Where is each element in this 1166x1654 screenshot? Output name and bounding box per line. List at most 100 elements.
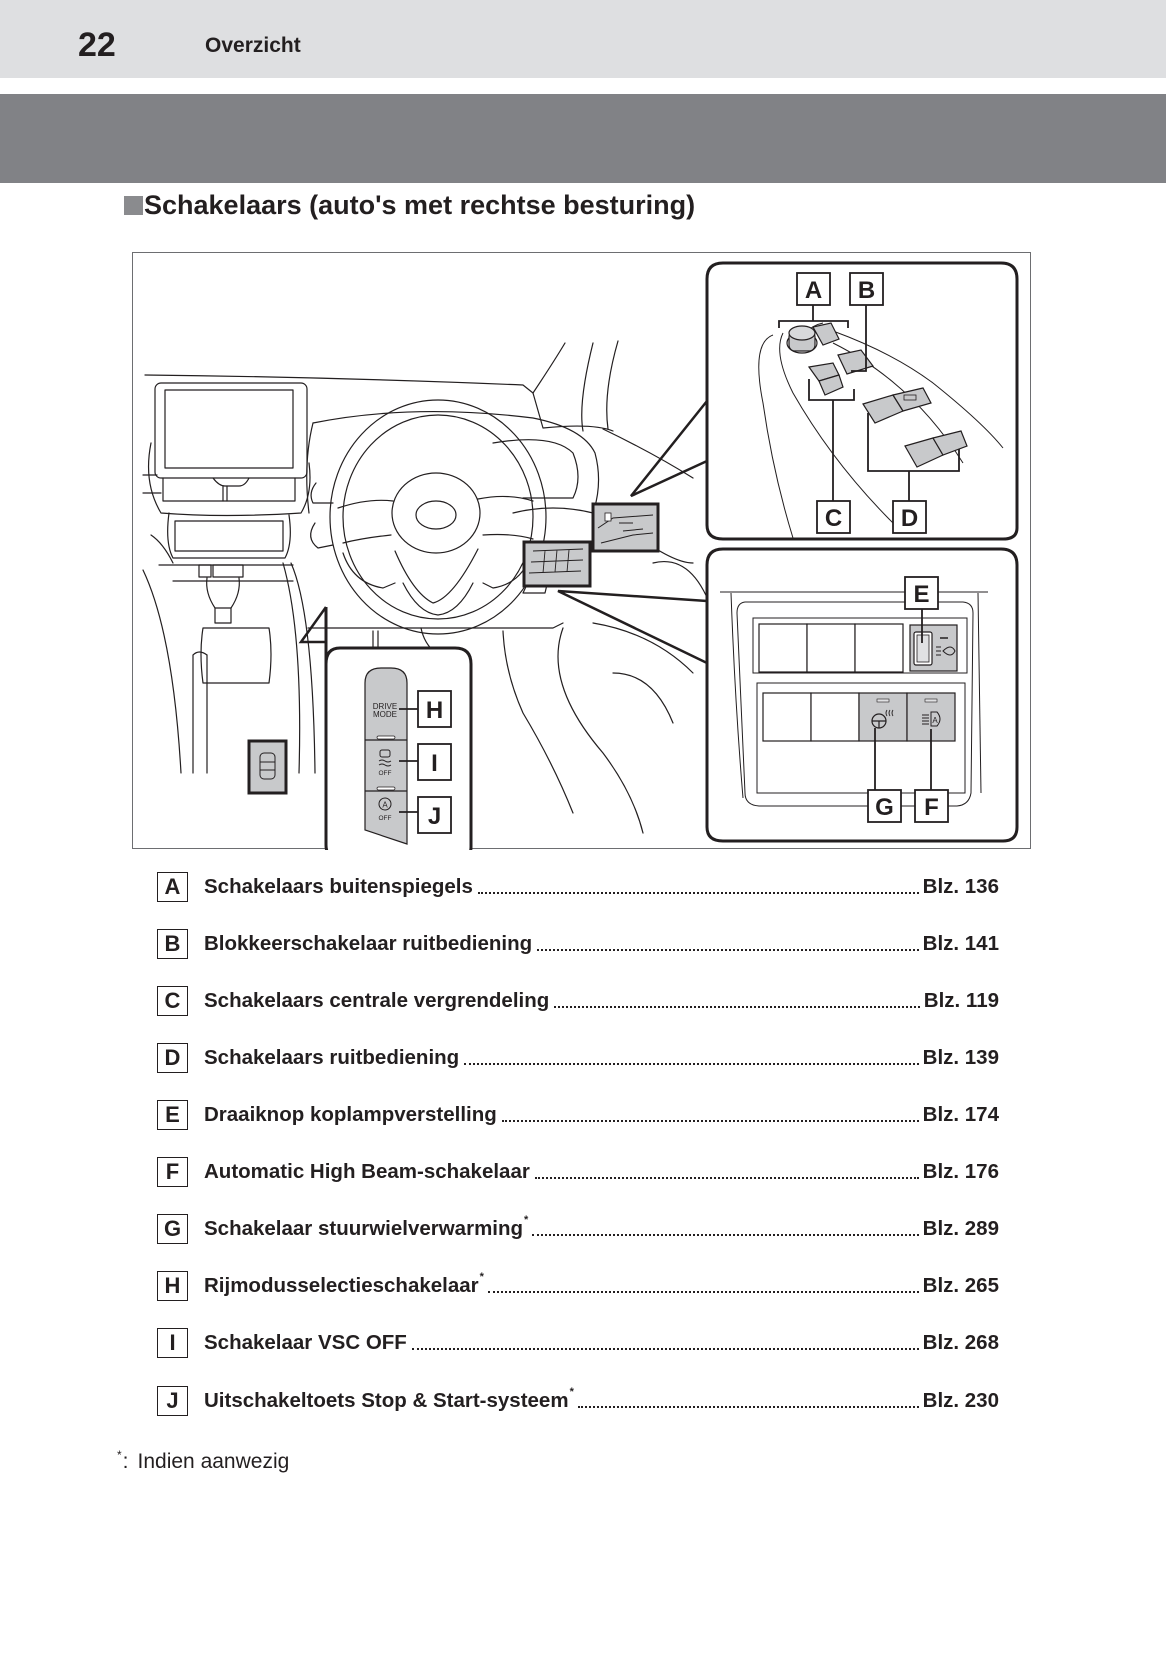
legend-key: E bbox=[157, 1100, 188, 1130]
section-band bbox=[0, 94, 1166, 183]
legend-row: B Blokkeerschakelaar ruitbediening Blz. … bbox=[157, 927, 999, 961]
legend-label: Schakelaar VSC OFF bbox=[204, 1331, 407, 1354]
dot-leader bbox=[532, 1218, 919, 1240]
page-reference-link[interactable]: Blz. 268 bbox=[922, 1331, 999, 1354]
steering-wheel-logo bbox=[415, 500, 457, 530]
drive-mode-text-1: DRIVE bbox=[373, 702, 397, 711]
vsc-off-text: OFF bbox=[379, 770, 392, 777]
callout-box-F: F bbox=[914, 789, 949, 823]
console-switch-pill bbox=[364, 667, 408, 845]
dashboard-illustration: A B C D bbox=[132, 252, 1031, 850]
legend-key: D bbox=[157, 1043, 188, 1073]
dash-switch-callout-panel: A bbox=[705, 547, 1019, 843]
legend-row: H Rijmodusselectieschakelaar* Blz. 265 bbox=[157, 1269, 999, 1303]
page-reference-link[interactable]: Blz. 265 bbox=[922, 1274, 999, 1297]
legend-label: Schakelaar stuurwielverwarming* bbox=[204, 1214, 529, 1240]
svg-text:I: I bbox=[431, 750, 438, 777]
dot-leader bbox=[537, 933, 919, 955]
footnote: * : Indien aanwezig bbox=[117, 1448, 290, 1474]
page-number: 22 bbox=[78, 26, 116, 64]
page-reference-link[interactable]: Blz. 174 bbox=[922, 1103, 999, 1126]
footnote-marker: * bbox=[117, 1448, 122, 1462]
page-reference-link[interactable]: Blz. 230 bbox=[922, 1389, 999, 1412]
legend-row: I Schakelaar VSC OFF Blz. 268 bbox=[157, 1326, 999, 1360]
dot-leader bbox=[501, 1104, 919, 1126]
callout-box-E: E bbox=[904, 576, 939, 610]
console-switch-callout-panel: DRIVE MODE OFF A OFF bbox=[324, 607, 473, 850]
page-reference-link[interactable]: Blz. 141 bbox=[922, 932, 999, 955]
legend-label: Schakelaars buitenspiegels bbox=[204, 875, 473, 898]
headlamp-leveling-dial bbox=[909, 624, 958, 672]
legend-key: B bbox=[157, 929, 188, 959]
drive-mode-text-2: MODE bbox=[373, 710, 397, 719]
legend-label: Uitschakeltoets Stop & Start-systeem* bbox=[204, 1386, 574, 1412]
callout-box-G: G bbox=[867, 789, 902, 823]
callout-box-D: D bbox=[892, 500, 927, 534]
svg-text:B: B bbox=[858, 277, 875, 304]
legend-key: F bbox=[157, 1157, 188, 1187]
legend-row: E Draaiknop koplampverstelling Blz. 174 bbox=[157, 1098, 999, 1132]
legend-row: A Schakelaars buitenspiegels Blz. 136 bbox=[157, 870, 999, 904]
callout-box-C: C bbox=[816, 500, 851, 534]
svg-text:E: E bbox=[913, 581, 929, 608]
legend-row: F Automatic High Beam-schakelaar Blz. 17… bbox=[157, 1155, 999, 1189]
usb-port bbox=[198, 564, 212, 578]
legend-key: G bbox=[157, 1214, 188, 1244]
chapter-title: Overzicht bbox=[205, 34, 301, 57]
svg-text:J: J bbox=[428, 803, 441, 830]
callout-box-A: A bbox=[796, 272, 831, 306]
legend-row: G Schakelaar stuurwielverwarming* Blz. 2… bbox=[157, 1212, 999, 1246]
svg-text:C: C bbox=[825, 505, 842, 532]
svg-text:A: A bbox=[382, 801, 388, 810]
legend-key: J bbox=[157, 1386, 188, 1416]
square-bullet-icon bbox=[124, 196, 143, 215]
dot-leader bbox=[411, 1332, 919, 1354]
callout-box-H: H bbox=[417, 690, 452, 728]
legend-label: Schakelaars centrale vergrendeling bbox=[204, 989, 550, 1012]
stop-start-off-icon: A bbox=[378, 797, 392, 811]
dot-leader bbox=[477, 876, 919, 898]
dashboard-lines bbox=[142, 340, 714, 834]
callout-pointers bbox=[298, 400, 708, 665]
section-heading: Schakelaars (auto's met rechtse besturin… bbox=[124, 190, 695, 221]
vsc-off-icon bbox=[378, 749, 392, 767]
svg-text:F: F bbox=[924, 794, 939, 821]
footnote-text: Indien aanwezig bbox=[137, 1450, 290, 1473]
svg-text:G: G bbox=[875, 794, 894, 821]
legend-key: A bbox=[157, 872, 188, 902]
infotainment-screen bbox=[154, 382, 308, 479]
window-switch-thumbnail bbox=[591, 502, 660, 553]
dot-leader bbox=[534, 1161, 919, 1183]
auto-high-beam-icon bbox=[922, 714, 929, 725]
page-reference-link[interactable]: Blz. 176 bbox=[922, 1160, 999, 1183]
svg-text:A: A bbox=[932, 716, 938, 725]
dot-leader bbox=[577, 1390, 919, 1412]
dot-leader bbox=[487, 1275, 919, 1297]
legend-label: Draaiknop koplampverstelling bbox=[204, 1103, 497, 1126]
svg-text:A: A bbox=[805, 277, 822, 304]
page-reference-link[interactable]: Blz. 139 bbox=[922, 1046, 999, 1069]
window-switch-callout-panel bbox=[705, 261, 1019, 541]
header-band: 22 Overzicht bbox=[0, 0, 1166, 78]
steering-wheel-rim bbox=[329, 399, 547, 635]
dashboard-drawing: A B C D bbox=[142, 261, 1019, 850]
legend-row: D Schakelaars ruitbediening Blz. 139 bbox=[157, 1041, 999, 1075]
callout-box-I: I bbox=[417, 743, 452, 781]
section-title-text: Schakelaars (auto's met rechtse besturin… bbox=[144, 190, 696, 220]
dot-leader bbox=[464, 1047, 919, 1069]
page-reference-link[interactable]: Blz. 136 bbox=[922, 875, 999, 898]
legend-key: I bbox=[157, 1328, 188, 1358]
callout-box-J: J bbox=[417, 796, 452, 834]
page-reference-link[interactable]: Blz. 119 bbox=[923, 989, 999, 1012]
legend-label: Schakelaars ruitbediening bbox=[204, 1046, 460, 1069]
dash-switch-thumbnail bbox=[522, 540, 592, 588]
legend-row: C Schakelaars centrale vergrendeling Blz… bbox=[157, 984, 999, 1018]
legend-row: J Uitschakeltoets Stop & Start-systeem* … bbox=[157, 1384, 999, 1418]
legend-key: H bbox=[157, 1271, 188, 1301]
steering-heater-switch bbox=[858, 692, 908, 742]
legend-label: Blokkeerschakelaar ruitbediening bbox=[204, 932, 533, 955]
svg-text:D: D bbox=[901, 505, 918, 532]
page-reference-link[interactable]: Blz. 289 bbox=[922, 1217, 999, 1240]
svg-text:H: H bbox=[426, 697, 443, 724]
callout-box-B: B bbox=[849, 272, 884, 306]
